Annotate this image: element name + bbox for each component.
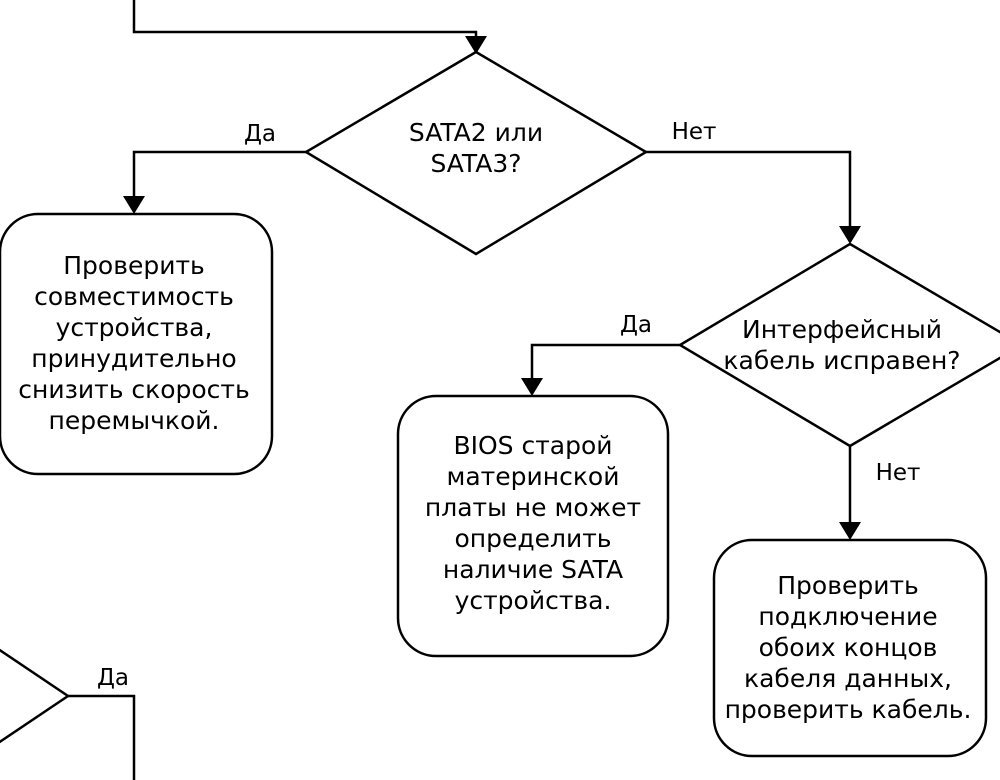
action-compat [0, 212, 274, 476]
text-line: Проверить [777, 571, 919, 600]
arrowhead-sata-no [839, 226, 861, 244]
text-line: устройства. [455, 586, 612, 615]
text-line: BIOS старой [453, 431, 612, 460]
edge-label-sata-no: Нет [672, 119, 717, 145]
edge-label-cable-yes: Да [620, 312, 652, 338]
text-line: проверить кабель. [725, 695, 972, 724]
edge-label-partial-yes: Да [97, 665, 129, 691]
text-line: определить [454, 524, 611, 553]
connector-cable-yes [530, 343, 680, 386]
action-check-cable [712, 538, 988, 758]
text-line: наличие SATA [443, 555, 623, 584]
arrowhead-incoming [465, 36, 487, 54]
action-bios [396, 394, 670, 658]
arrowhead-cable-yes [521, 378, 543, 396]
text-line: Интерфейсный [742, 315, 942, 344]
edge-label-cable-no: Нет [876, 460, 921, 486]
text-line: кабеля данных, [744, 664, 952, 693]
decision-partial [0, 648, 71, 744]
text-line: принудительно [31, 344, 236, 373]
text-line: совместимость [34, 282, 234, 311]
text-line: обоих концов [759, 633, 938, 662]
text-line: Проверить [63, 251, 205, 280]
text-line: снизить скорость [18, 375, 249, 404]
connector-sata-no [646, 150, 852, 234]
decision-cable [677, 242, 1000, 448]
text-line: материнской [447, 462, 620, 491]
text-line: устройства, [56, 313, 213, 342]
text-line: SATA3? [430, 149, 521, 178]
edge-label-sata-yes: Да [244, 121, 276, 147]
decision-sata [303, 50, 649, 256]
text-line: SATA2 или [409, 118, 543, 147]
arrowhead-cable-no [839, 522, 861, 540]
connector-partial-yes [68, 694, 136, 780]
arrowhead-sata-yes [123, 196, 145, 214]
connector-incoming [132, 0, 478, 44]
text-line: платы не может [425, 493, 641, 522]
text-line: перемычкой. [49, 406, 220, 435]
text-line: подключение [758, 602, 937, 631]
text-line: кабель исправен? [723, 346, 960, 375]
connector-sata-yes [132, 150, 306, 204]
